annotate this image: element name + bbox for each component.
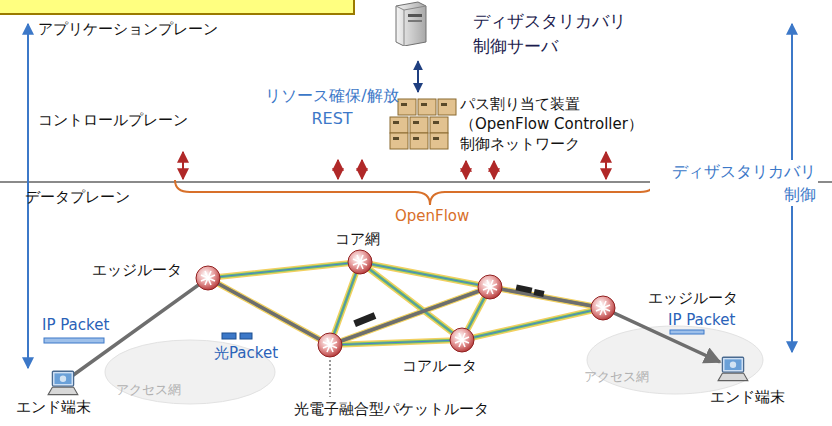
node-text: コントロールプレーン [38, 110, 188, 132]
device-label: 光電子融合型パケットルータ [294, 399, 489, 421]
connector-arrow [417, 61, 419, 92]
plane-label: データプレーン [25, 187, 130, 209]
packet-path [72, 278, 720, 376]
laptop-icon [48, 371, 78, 394]
packet-label: 光Packet [214, 343, 278, 365]
openflow-arrows [183, 152, 606, 179]
node-text: パス割り当て装置 [460, 94, 580, 116]
node-text: 制御ネットワーク [460, 134, 580, 156]
leader-line [330, 360, 331, 397]
node-text: コア網 [335, 229, 380, 251]
protocol-label: OpenFlow [395, 206, 469, 228]
router-label: コアルータ [402, 356, 477, 378]
packet-label: IP Packet [668, 310, 735, 332]
router-label: エッジルータ [648, 288, 738, 310]
title-band [0, 0, 354, 14]
network-label: アクセス網 [584, 368, 649, 387]
node-text: （OpenFlow Controller） [460, 114, 643, 136]
router-label: エッジルータ [92, 260, 182, 282]
controller-node: パス割り当て装置（OpenFlow Controller）制御ネットワーク [388, 93, 647, 159]
plane-ellipse: コントロールプレーン パス割り当て装置（OpenFlow Controller）制… [5, 82, 820, 162]
openflow-brace [175, 180, 655, 205]
node-text: ディザスタリカバリ 制御サーバ [473, 9, 645, 58]
server-node: ディザスタリカバリ 制御サーバ [392, 0, 649, 60]
terminal-label: エンド端末 [710, 387, 785, 409]
connector-label: リソース確保/解放 REST [256, 84, 408, 130]
packet-label: IP Packet [42, 315, 109, 337]
network-label: アクセス網 [116, 381, 181, 400]
plane-ellipse: アプリケーションプレーン ディザスタリカバリ 制御サーバ [5, 3, 815, 73]
router-icons [196, 250, 615, 357]
terminal-label: エンド端末 [16, 397, 91, 419]
laptop-icon [718, 357, 748, 380]
optical-packets [44, 284, 704, 343]
control-label: ディザスタリカバリ 制御 [650, 160, 818, 206]
server-icon [392, 0, 428, 46]
node-text: アプリケーションプレーン [38, 19, 218, 41]
core-links [208, 262, 603, 345]
